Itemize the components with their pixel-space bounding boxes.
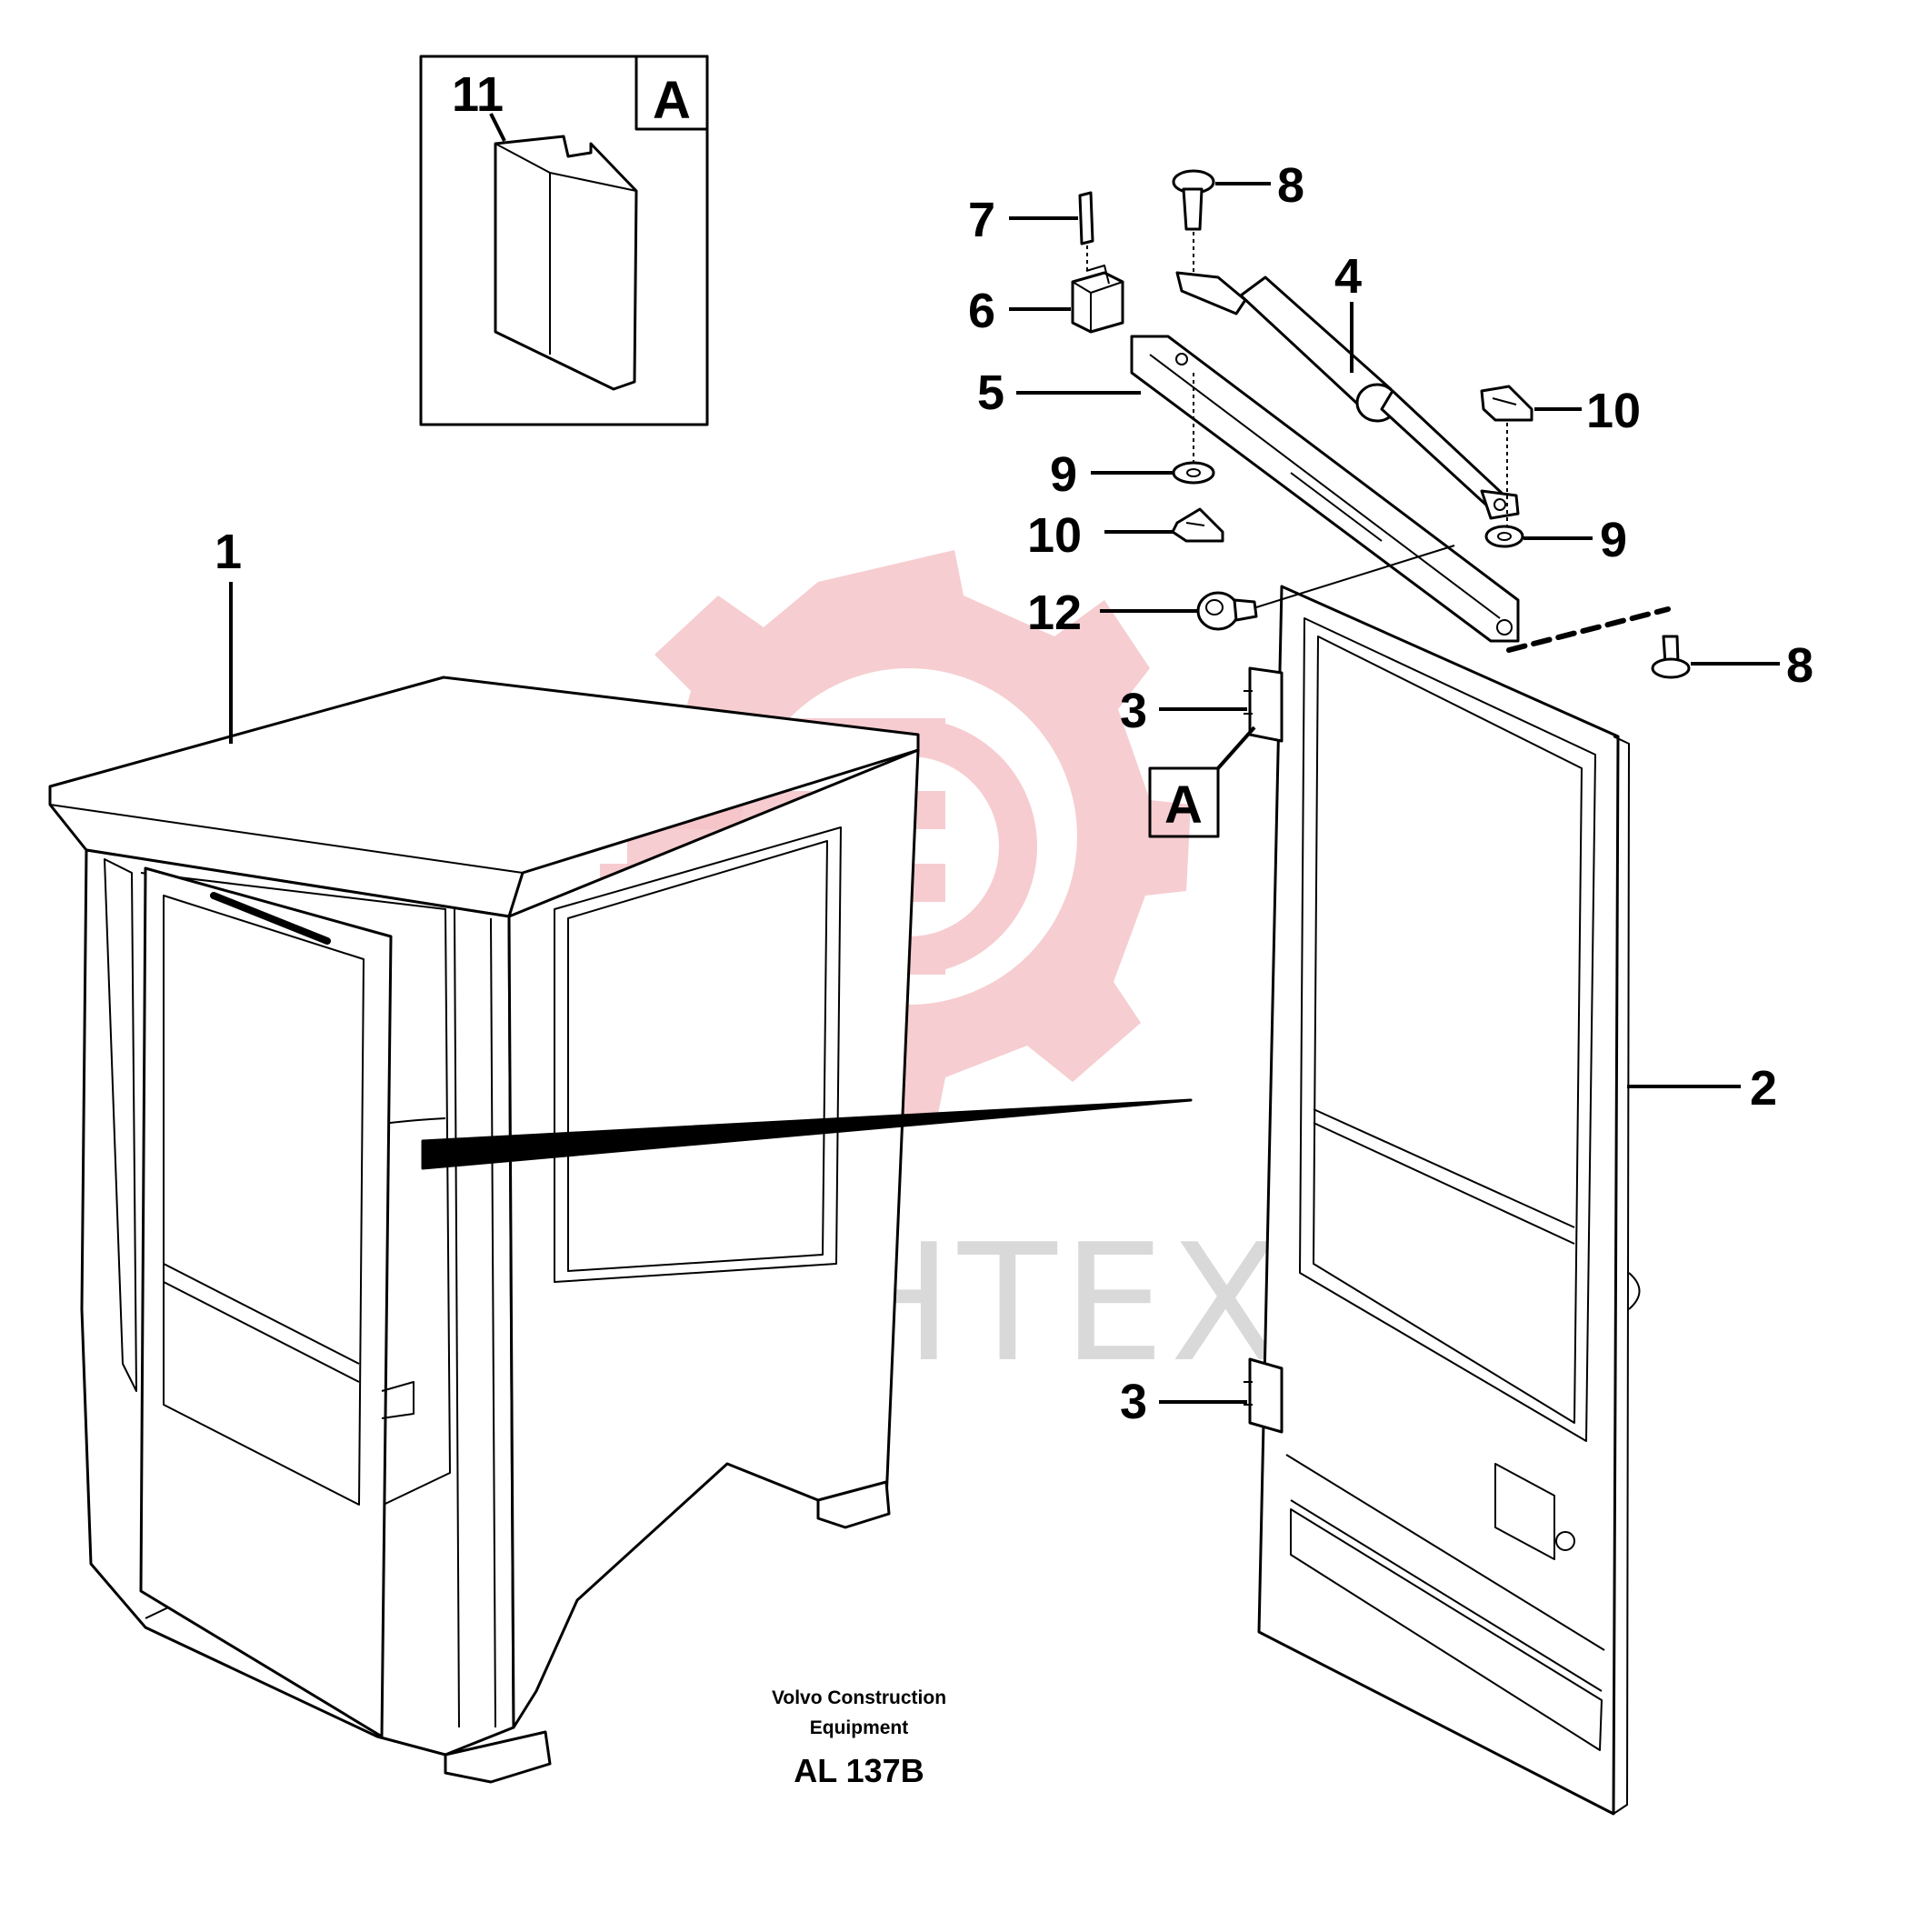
part-10-clip-left [1171,507,1224,543]
hinge-upper [1244,666,1284,743]
part-6-block [1071,265,1124,334]
callout-4: 4 [1334,249,1362,304]
callout-8-top: 8 [1277,158,1304,213]
callout-2: 2 [1750,1061,1777,1116]
part-9-washer-right [1484,525,1524,548]
callout-3-upper: 3 [1120,684,1147,738]
callout-1: 1 [215,525,242,579]
callout-9-right: 9 [1600,513,1627,567]
callout-9-left: 9 [1050,447,1077,502]
detail-ref-label: A [1164,776,1203,835]
detail-a-box: A 11 [419,55,709,426]
callout-10-right: 10 [1586,384,1641,438]
part-11-cover [494,135,638,391]
door-assembly [1257,585,1641,1816]
hinge-lower [1244,1357,1284,1434]
part-4-gas-strut [1175,271,1520,520]
cab-front-door [139,866,393,1738]
part-9-washer-left [1172,461,1215,485]
part-12-ball-stud [1196,591,1258,631]
callout-8-right: 8 [1786,638,1813,693]
cab-assembly [48,676,1193,1784]
callout-7: 7 [968,193,995,247]
detail-a-reference: A [1148,726,1256,838]
part-5-stay-bar [1130,335,1520,643]
part-8-screw-top [1172,169,1215,231]
callout-10-left: 10 [1027,508,1082,563]
callout-6: 6 [968,284,995,338]
detail-a-label: A [653,71,691,130]
callout-5: 5 [977,365,1004,420]
part-8-screw-right [1651,635,1691,679]
drawing-code: AL 137B [794,1752,924,1789]
part-10-clip-right [1480,385,1533,422]
callout-11: 11 [452,67,504,122]
part-7-pin [1078,191,1094,245]
credit-line-1: Volvo Construction [772,1687,946,1708]
callout-3-lower: 3 [1120,1375,1147,1429]
credit-line-2: Equipment [810,1717,909,1738]
callout-12: 12 [1027,586,1082,640]
